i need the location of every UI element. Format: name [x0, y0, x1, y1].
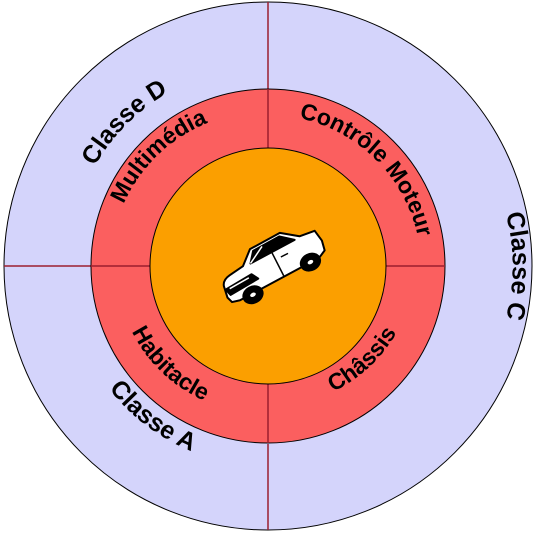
car-icon — [222, 229, 326, 305]
